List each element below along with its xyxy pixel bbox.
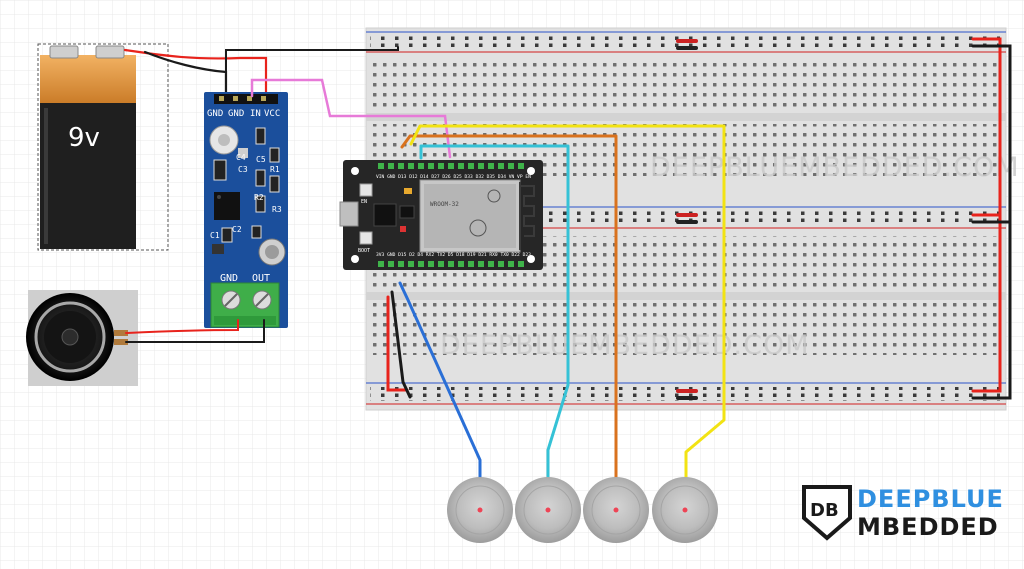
breadboard	[365, 27, 1007, 411]
en-label: EN	[361, 199, 367, 205]
silk-c3: C3	[238, 165, 248, 174]
battery-wires	[123, 46, 399, 98]
amp-pin-vcc: VCC	[264, 109, 280, 119]
module-text: WROOM-32	[430, 201, 459, 208]
amp-pin-in: IN	[250, 109, 261, 119]
touch-pad-3	[583, 477, 649, 543]
amp-pin-gnd-2: GND	[228, 109, 244, 119]
micro-usb-port	[339, 201, 359, 227]
wire-cyan	[419, 144, 570, 492]
touch-sensor-wires	[398, 124, 726, 492]
lm386-amplifier-module: GND GND IN VCC R2 R3 C4 C5 R1 C2 C1 C3 G…	[204, 92, 288, 328]
amp-pin-gnd-1: GND	[207, 109, 223, 119]
touch-pad-2	[515, 477, 581, 543]
silk-c4: C4	[236, 153, 246, 162]
boot-button	[359, 231, 373, 245]
battery-label: 9v	[68, 123, 100, 153]
amp-terminal-out-label: OUT	[252, 273, 270, 284]
wire-orange	[400, 134, 618, 492]
esp32-bottom-pin-labels: 3V3 GND D15 D2 D4 RX2 TX2 D5 D18 D19 D21…	[376, 252, 531, 258]
esp32-bottom-pins	[378, 261, 524, 267]
touch-pads	[447, 477, 718, 543]
touch-pad-1	[447, 477, 513, 543]
amp-header-pins	[219, 96, 266, 101]
touch-pad-4	[652, 477, 718, 543]
speaker-wires	[125, 319, 265, 343]
watermark-upper: DEEPBLUEMBEDDED.COM	[650, 152, 1020, 183]
silk-c5: C5	[256, 155, 266, 164]
battery-9v: 9v	[37, 43, 169, 251]
rail-power-wires	[971, 37, 1012, 400]
amp-terminal-gnd-label: GND	[220, 273, 238, 284]
watermark-lower: DEEPBLUEMBEDDED.COM	[440, 330, 810, 361]
silk-c1: C1	[210, 231, 220, 240]
wire-yellow	[409, 124, 726, 492]
rail-gap-markers	[676, 39, 698, 400]
audio-wire-pink	[250, 78, 452, 159]
wire-blue	[398, 281, 482, 492]
screw-terminal	[210, 282, 280, 328]
en-button	[359, 183, 373, 197]
speaker	[26, 290, 138, 386]
silk-r2: R2	[254, 193, 264, 202]
silk-r1: R1	[270, 165, 280, 174]
esp32-top-pins	[378, 163, 524, 169]
logo-line2: MBEDDED	[857, 513, 999, 541]
boot-label: BOOT	[358, 248, 370, 254]
logo-mark-text: DB	[810, 500, 839, 521]
logo-line1: DEEPBLUE	[857, 485, 1004, 513]
logo-shield-icon	[802, 485, 852, 541]
deepblue-mbedded-logo: DB DEEPBLUE MBEDDED	[802, 485, 1004, 541]
antenna-trace	[519, 182, 535, 250]
esp32-devkit: VIN GND D13 D12 D14 D27 D26 D25 D33 D32 …	[339, 160, 543, 270]
esp32-top-pin-labels: VIN GND D13 D12 D14 D27 D26 D25 D33 D32 …	[376, 174, 531, 180]
silk-c2: C2	[232, 225, 242, 234]
esp32-power-wires	[386, 290, 412, 399]
silk-r3: R3	[272, 205, 282, 214]
